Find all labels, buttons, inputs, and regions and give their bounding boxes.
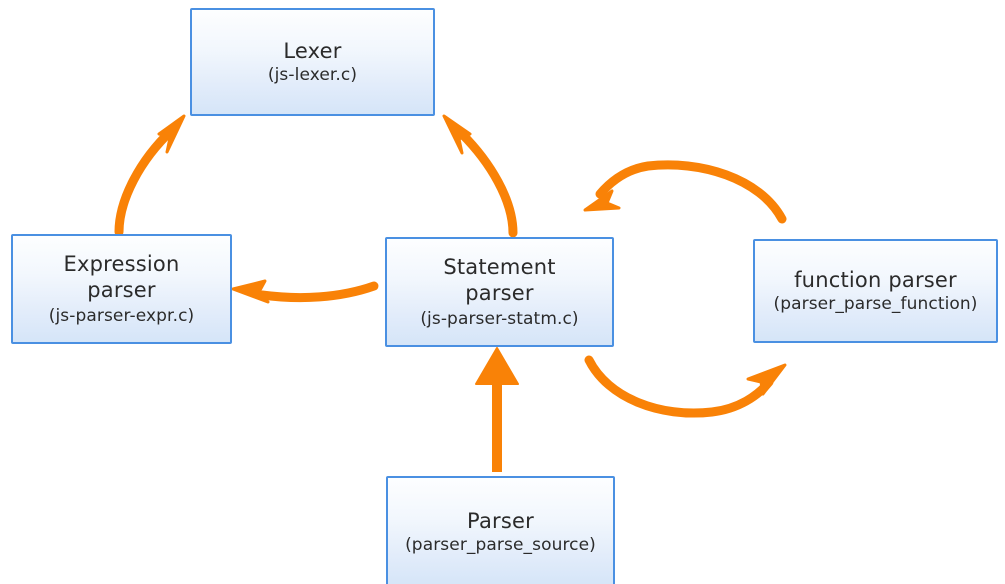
- arrow-expression-to-lexer: [114, 114, 186, 237]
- arrow-parser-to-statement: [475, 347, 519, 472]
- node-statement-parser-subtitle: (js-parser-statm.c): [420, 308, 579, 329]
- arrow-statement-to-function: [584, 355, 787, 418]
- node-statement-parser-title-line2: parser: [465, 280, 534, 305]
- node-parser-title: Parser: [467, 508, 534, 533]
- node-function-parser-title: function parser: [794, 267, 957, 292]
- node-expression-parser[interactable]: Expression parser (js-parser-expr.c): [11, 234, 232, 344]
- node-lexer[interactable]: Lexer (js-lexer.c): [190, 8, 435, 116]
- arrow-statement-to-lexer: [442, 114, 518, 238]
- node-parser[interactable]: Parser (parser_parse_source): [386, 476, 615, 584]
- node-lexer-subtitle: (js-lexer.c): [267, 65, 358, 86]
- node-parser-subtitle: (parser_parse_source): [405, 535, 596, 556]
- node-function-parser[interactable]: function parser (parser_parse_function): [753, 239, 998, 343]
- arrow-function-to-statement: [583, 160, 787, 224]
- node-statement-parser[interactable]: Statement parser (js-parser-statm.c): [385, 237, 614, 347]
- node-function-parser-subtitle: (parser_parse_function): [773, 294, 978, 315]
- node-expression-parser-subtitle: (js-parser-expr.c): [48, 305, 195, 326]
- arrow-statement-to-expression: [231, 279, 379, 304]
- node-statement-parser-title-line1: Statement: [443, 255, 556, 280]
- node-lexer-title: Lexer: [283, 38, 342, 63]
- node-expression-parser-title-line1: Expression: [63, 252, 180, 277]
- node-expression-parser-title-line2: parser: [87, 277, 156, 302]
